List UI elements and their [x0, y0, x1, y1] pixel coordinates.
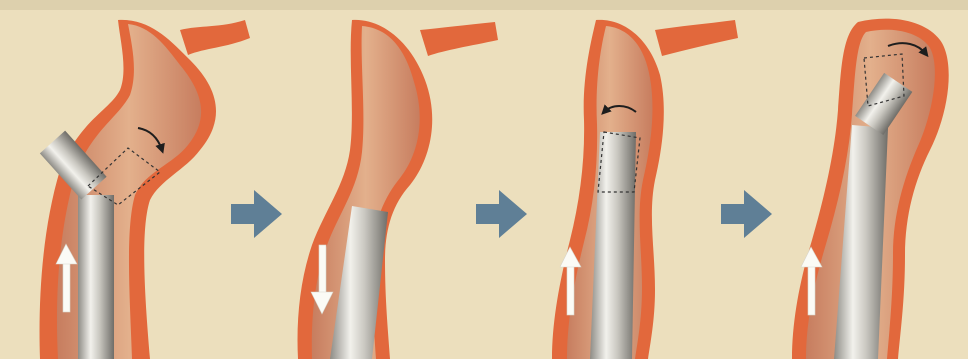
cropped-caption-band	[0, 0, 968, 10]
